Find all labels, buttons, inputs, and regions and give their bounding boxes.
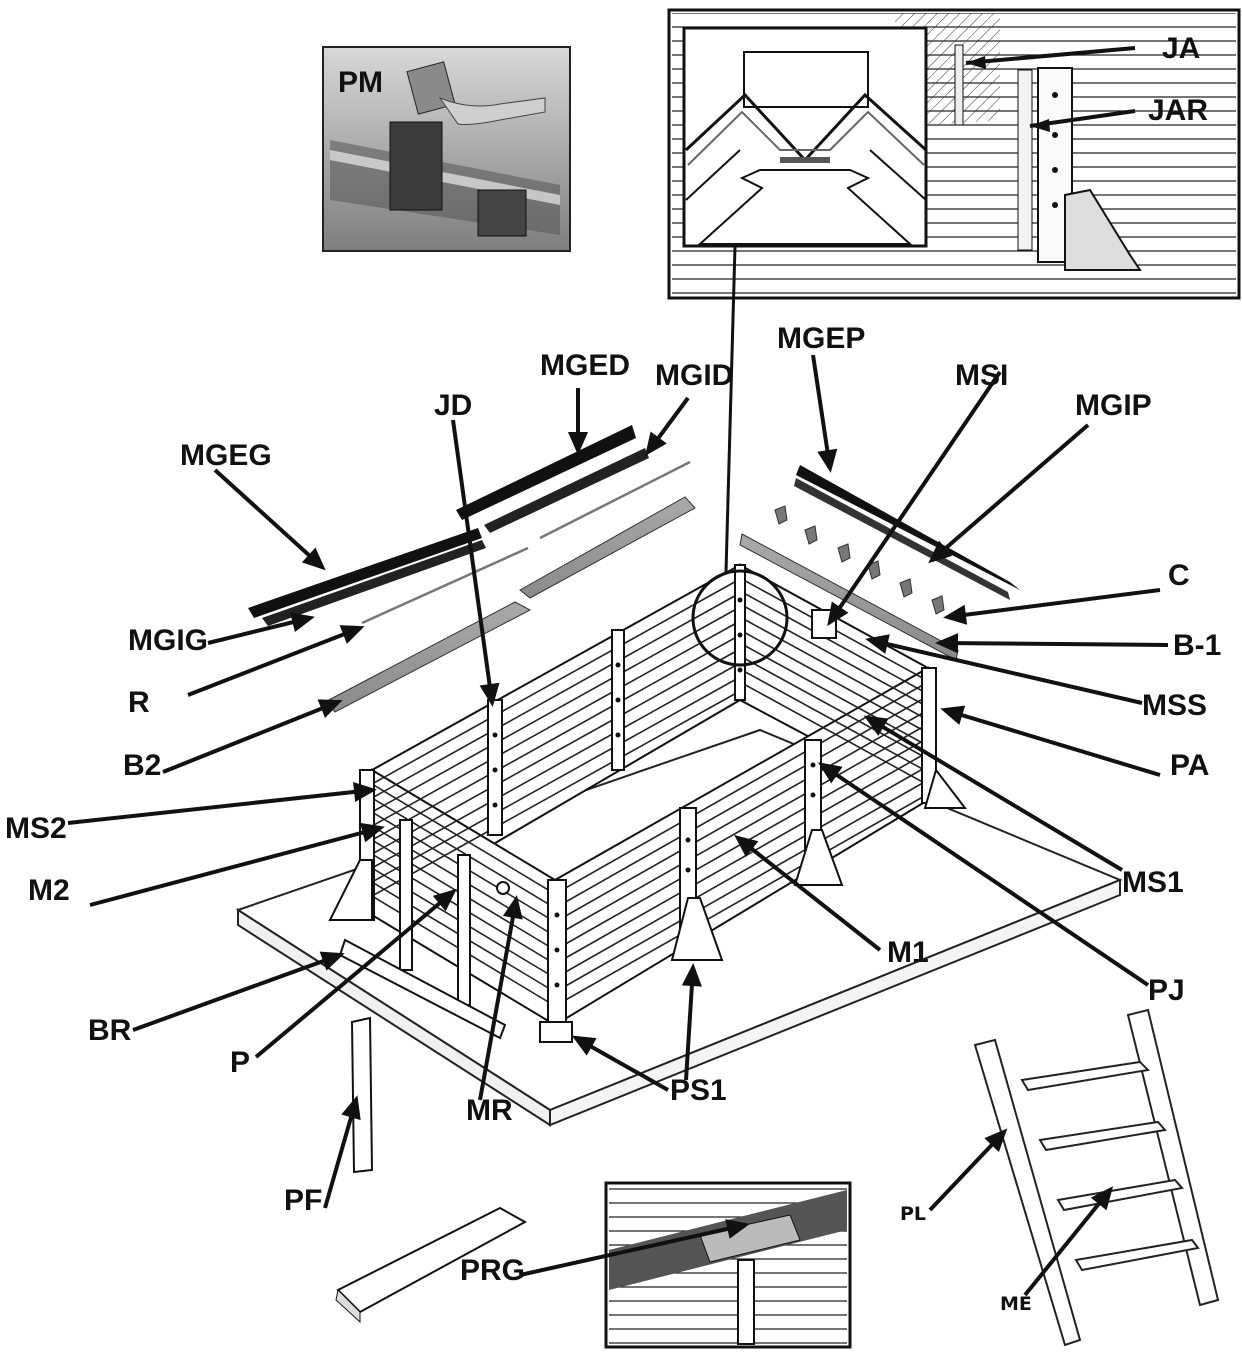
label-c: C (1168, 559, 1190, 592)
label-ja: JA (1162, 32, 1200, 65)
label-mgep: MGEP (777, 322, 865, 355)
label-pj: PJ (1148, 974, 1185, 1007)
joint-detail-inset: JA JAR (667, 8, 1241, 300)
label-pa: PA (1170, 749, 1209, 782)
label-prg: PRG (460, 1254, 525, 1287)
top-rails (248, 425, 1020, 713)
pm-inset: PM (322, 46, 571, 252)
label-pf: PF (284, 1184, 322, 1217)
label-arrows (67, 354, 1169, 1297)
label-msi: MSI (955, 359, 1008, 392)
ladder (973, 1008, 1220, 1347)
label-pl: PL (900, 1203, 926, 1225)
label-jd: JD (434, 389, 472, 422)
label-me: ME (1000, 1293, 1032, 1315)
label-b2: B2 (123, 749, 161, 782)
label-mgid: MGID (655, 359, 733, 392)
label-ms1: MS1 (1122, 866, 1184, 899)
label-mged: MGED (540, 349, 630, 382)
pf-parts (335, 1016, 528, 1324)
label-p: P (230, 1046, 250, 1079)
label-mss: MSS (1142, 689, 1207, 722)
label-mgeg: MGEG (180, 439, 272, 472)
label-ms2: MS2 (5, 812, 67, 845)
label-b1: B-1 (1173, 629, 1221, 662)
label-mgig: MGIG (128, 624, 208, 657)
part-labels: MGED MGID MGEP MSI MGIP JD MGEG C B-1 MG… (5, 322, 1221, 1315)
label-pm: PM (338, 66, 383, 99)
label-m2: M2 (28, 874, 70, 907)
label-mgip: MGIP (1075, 389, 1152, 422)
magnifier-circle (691, 569, 789, 667)
label-br: BR (88, 1014, 132, 1047)
label-m1: M1 (887, 936, 929, 969)
prg-inset (604, 1181, 852, 1349)
label-r: R (128, 686, 150, 719)
label-mr: MR (466, 1094, 513, 1127)
label-ps1: PS1 (670, 1074, 727, 1107)
label-jar: JAR (1148, 94, 1208, 127)
